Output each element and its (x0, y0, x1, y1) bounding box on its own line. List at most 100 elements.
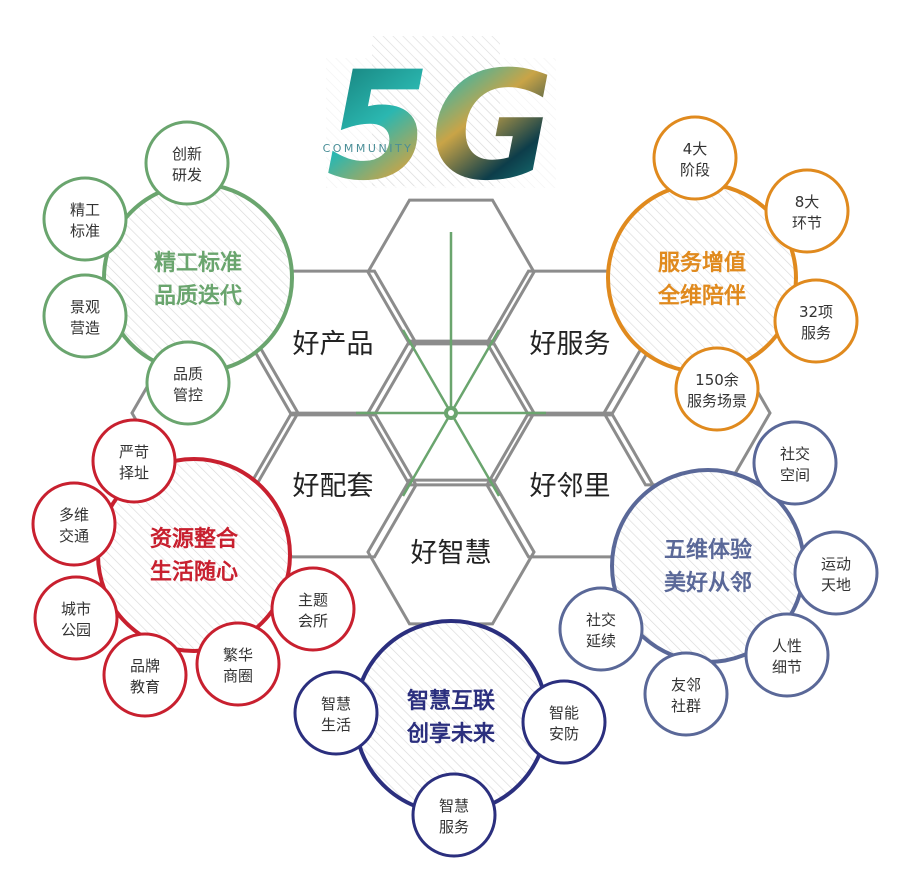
sub-circle-label: 智能 (549, 704, 579, 722)
sub-circle-label: 严苛 (119, 443, 149, 461)
sub-circle-ring (411, 772, 497, 858)
cluster-title-line: 创享未来 (406, 721, 496, 747)
sub-circle-label: 精工 (70, 201, 100, 219)
sub-circle-label: 主题 (298, 591, 328, 609)
hexagon-label-neighbor: 好邻里 (530, 471, 611, 502)
sub-circle-label: 智慧 (321, 695, 351, 713)
sub-circle-ring (31, 481, 117, 567)
sub-circle-ring (643, 651, 729, 737)
sub-circle-label: 8大 (795, 193, 820, 211)
sub-circle-label: 城市 (61, 600, 91, 618)
hexagon-label-service: 好服务 (530, 329, 611, 360)
sub-circle-label: 32项 (799, 303, 833, 321)
sub-circle-label: 细节 (772, 658, 802, 676)
cluster-title-line: 智慧互联 (407, 688, 495, 714)
cluster-title-line: 资源整合 (150, 526, 239, 552)
sub-circle-label: 教育 (130, 678, 160, 696)
sub-circle-label: 择址 (119, 464, 149, 482)
sub-circle-label: 友邻 (671, 676, 701, 694)
sub-circle-label: 公园 (61, 621, 91, 639)
sub-circle-label: 会所 (298, 612, 328, 630)
sub-circle-label: 繁华 (223, 646, 253, 664)
sub-circle-label: 营造 (70, 319, 100, 337)
main-circle-hatch (610, 186, 794, 370)
sub-circle-label: 生活 (321, 716, 351, 734)
sub-circle-ring (521, 679, 607, 765)
sub-circle-ring (764, 168, 850, 254)
sub-circle-label: 交通 (59, 527, 89, 545)
hexagon-label-smart: 好智慧 (411, 538, 492, 569)
sub-circle-label: 空间 (780, 466, 810, 484)
sub-circle-ring (144, 120, 230, 206)
sub-circle-label: 150余 (695, 371, 739, 389)
sub-circle-ring (42, 176, 128, 262)
sub-circle-ring (270, 566, 356, 652)
sub-circle-label: 商圈 (223, 667, 253, 685)
cluster-title-line: 服务增值 (658, 250, 746, 276)
sub-circle-label: 品牌 (130, 657, 160, 675)
sub-circle-label: 安防 (549, 725, 579, 743)
sub-circle-label: 品质 (173, 365, 203, 383)
hexagon-label-support: 好配套 (293, 471, 374, 502)
community-5g-logo: 5G COMMUNITY (323, 36, 556, 214)
sub-circle-product: 精工标准 (42, 176, 128, 262)
sub-circle-ring (293, 670, 379, 756)
sub-circle-label: 服务 (439, 818, 469, 836)
logo-hatch-panel-wide (326, 58, 556, 188)
sub-circle-label: 景观 (70, 298, 100, 316)
sub-circle-ring (42, 273, 128, 359)
hexagon-label-product: 好产品 (293, 329, 374, 360)
sub-circle-ring (195, 621, 281, 707)
sub-circle-ring (652, 115, 738, 201)
cluster-title-line: 美好从邻 (664, 570, 752, 596)
sub-circle-label: 服务 (801, 324, 831, 342)
cluster-title-line: 精工标准 (154, 250, 242, 276)
sub-circle-label: 创新 (172, 145, 202, 163)
sub-circle-label: 研发 (172, 166, 202, 184)
sub-circle-label: 运动 (821, 555, 851, 573)
cluster-groups: 精工标准品质迭代创新研发精工标准景观营造品质管控服务增值全维陪伴4大阶段8大环节… (31, 115, 879, 858)
logo-5g-text: 5G (326, 40, 554, 214)
main-circle-hatch (100, 461, 288, 649)
sub-circle-label: 社交 (780, 445, 810, 463)
sub-circle-ring (744, 612, 830, 698)
main-circle-hatch (357, 623, 545, 811)
sub-circle-label: 延续 (586, 632, 616, 650)
sub-circle-ring (145, 340, 231, 426)
sub-circle-ring (773, 278, 859, 364)
sub-circle-label: 标准 (70, 222, 100, 240)
sub-circle-label: 社交 (586, 611, 616, 629)
cluster-title-line: 五维体验 (664, 537, 752, 563)
sub-circle-label: 服务场景 (687, 392, 747, 410)
sub-circle-ring (752, 420, 838, 506)
cluster-title-line: 全维陪伴 (657, 283, 746, 309)
cluster-title-line: 生活随心 (150, 559, 238, 585)
sub-circle-ring (33, 575, 119, 661)
sub-circle-label: 人性 (772, 637, 802, 655)
sub-circle-label: 多维 (59, 506, 89, 524)
